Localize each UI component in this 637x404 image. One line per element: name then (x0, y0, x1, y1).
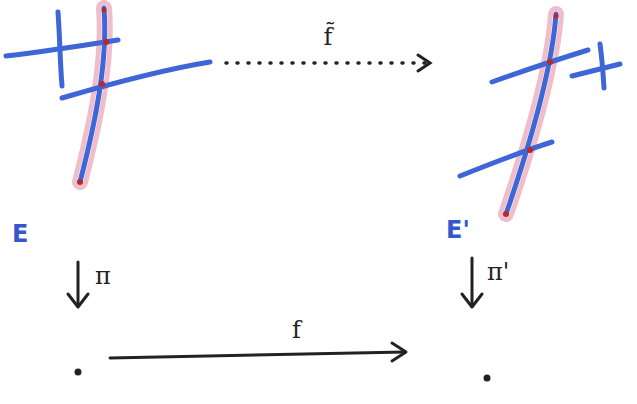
dotted-arrow (226, 55, 430, 71)
map-label: π' (487, 260, 509, 284)
map-label: π (95, 264, 111, 288)
space-label: E (12, 222, 28, 246)
space-figure: E' (438, 0, 623, 255)
map-label: f (292, 318, 301, 342)
space-figure: E (0, 0, 218, 255)
map-label: f̃ (324, 25, 333, 49)
space-label: E' (446, 218, 470, 242)
